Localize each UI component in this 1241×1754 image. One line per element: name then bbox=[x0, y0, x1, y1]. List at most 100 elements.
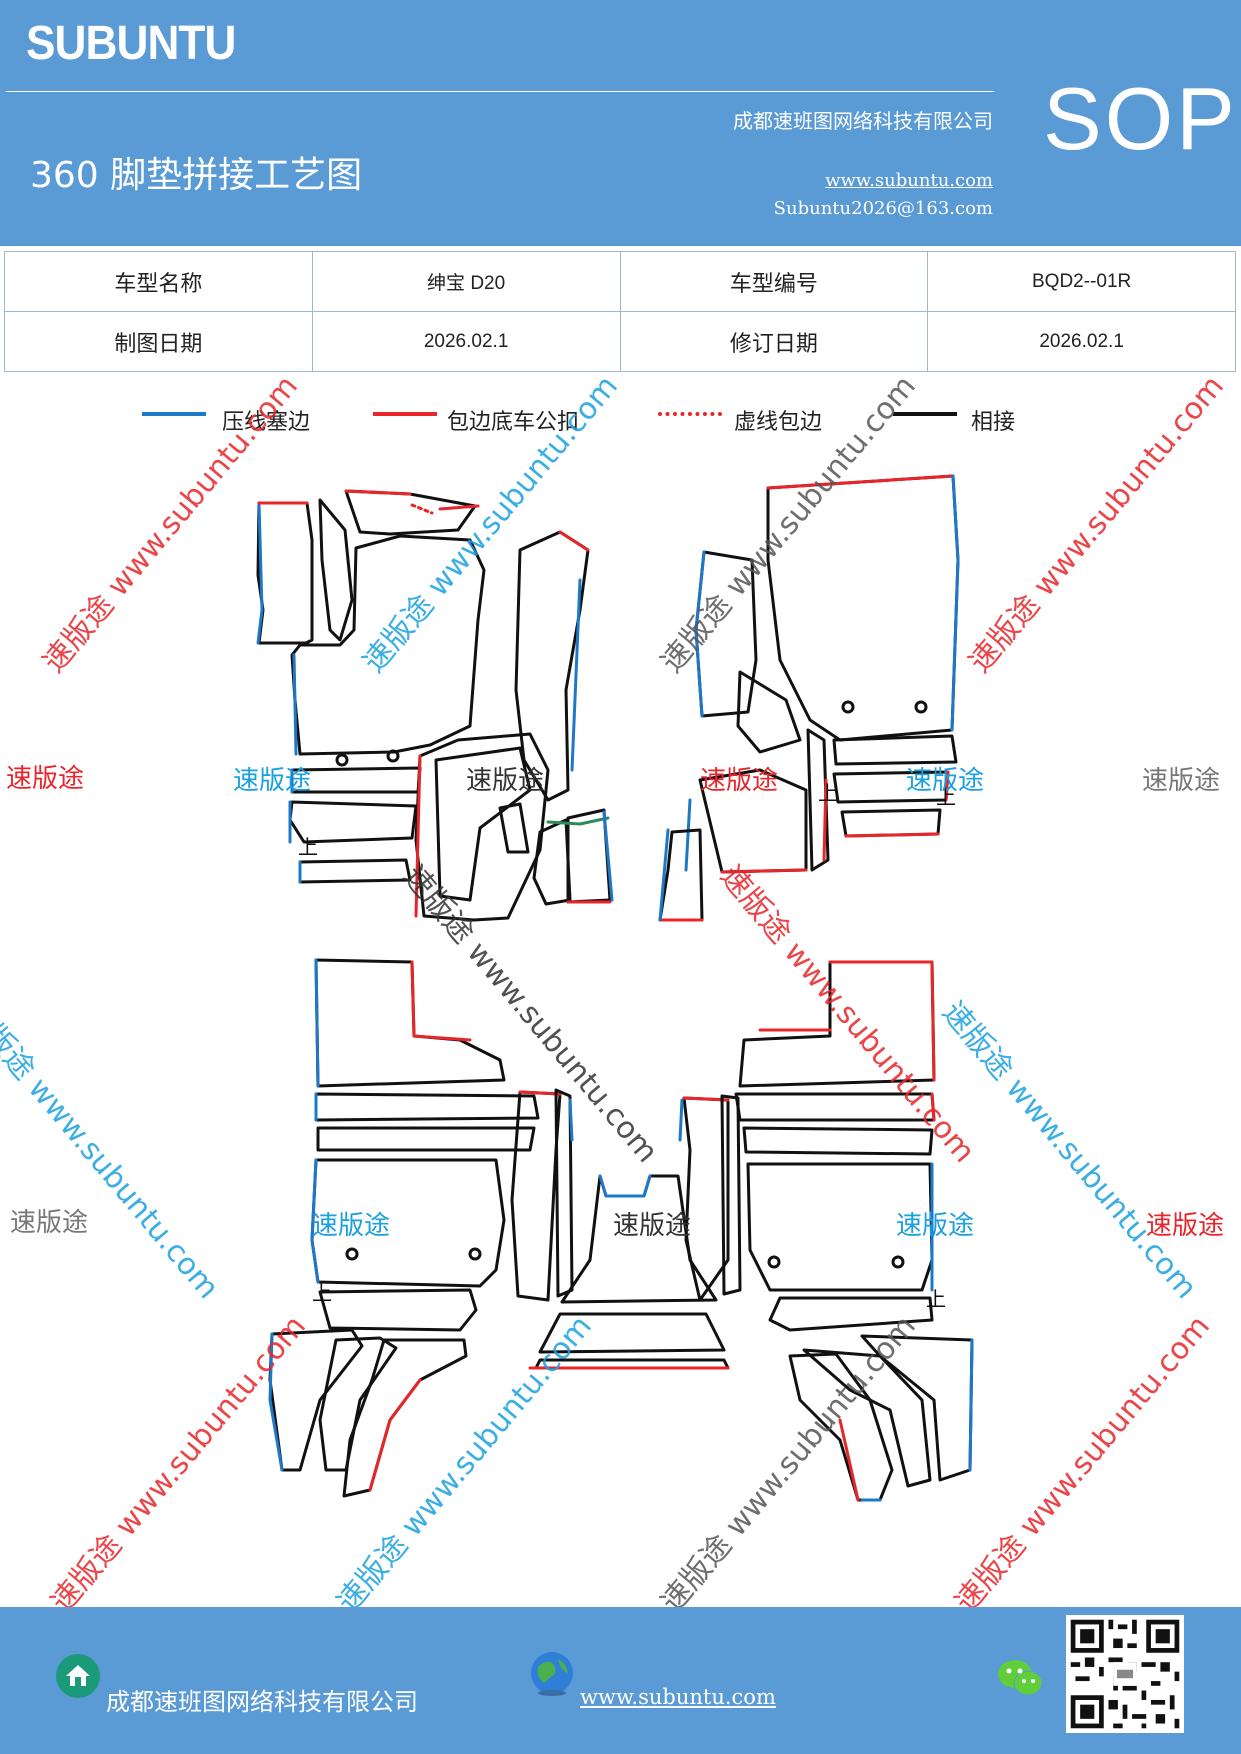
mat-piece bbox=[554, 1088, 574, 1298]
up-mark: 上 bbox=[298, 835, 318, 859]
mat-edge-blue bbox=[658, 828, 670, 922]
wechat-icon bbox=[998, 1660, 1043, 1696]
sop-badge: SOP bbox=[1043, 69, 1238, 168]
table-cell-value: 2026.02.1 bbox=[927, 311, 1236, 372]
footer-website-link[interactable]: www.subuntu.com bbox=[580, 1685, 776, 1709]
watermark-brand: 速版途 bbox=[1142, 766, 1221, 796]
watermark-brand: 速版途 bbox=[312, 1211, 391, 1241]
watermark-brand: 速版途 bbox=[906, 766, 985, 796]
mat-group-front-left bbox=[256, 489, 614, 922]
mat-piece bbox=[268, 1328, 364, 1472]
mat-piece bbox=[538, 1312, 726, 1354]
legend-label: 压线塞边 bbox=[222, 410, 311, 435]
table-cell-label: 制图日期 bbox=[4, 311, 313, 372]
mat-group-front-right bbox=[658, 474, 960, 922]
mat-edge-red bbox=[944, 770, 950, 802]
table-cell-label: 车型名称 bbox=[4, 251, 313, 312]
table-row: 制图日期 2026.02.1 修订日期 2026.02.1 bbox=[4, 311, 1236, 372]
header-divider bbox=[6, 91, 994, 92]
mat-hole bbox=[335, 753, 349, 767]
mat-piece bbox=[314, 1092, 540, 1122]
mat-edge-red bbox=[720, 868, 808, 874]
mat-piece bbox=[434, 746, 532, 902]
header-website-link[interactable]: www.subuntu.com bbox=[825, 170, 993, 191]
header-banner: SUBUNTU 成都速班图网络科技有限公司 360 脚垫拼接工艺图 www.su… bbox=[0, 0, 1241, 246]
watermark-brand: 速版途 bbox=[1146, 1211, 1225, 1241]
mat-edge-red bbox=[828, 960, 936, 1082]
legend-swatch-blue bbox=[142, 412, 206, 416]
footer-banner: 成都速班图网络科技有限公司 www.subuntu.com bbox=[0, 1607, 1241, 1754]
table-cell-label: 修订日期 bbox=[619, 311, 929, 372]
mat-hole bbox=[468, 1247, 482, 1261]
mat-edge-blue bbox=[314, 958, 320, 1088]
mat-edge-blue bbox=[598, 1174, 652, 1198]
mat-edge-blue bbox=[570, 578, 582, 772]
mat-edge-red bbox=[438, 504, 480, 511]
mat-edge-red bbox=[410, 960, 472, 1042]
footer-company: 成都速班图网络科技有限公司 bbox=[106, 1688, 418, 1716]
mat-group-rear-center bbox=[528, 1094, 742, 1370]
mat-edge-red bbox=[766, 474, 955, 490]
mat-hole bbox=[345, 1247, 359, 1261]
mat-piece bbox=[316, 1126, 536, 1152]
globe-icon bbox=[531, 1652, 573, 1696]
up-mark: 上 bbox=[818, 781, 838, 805]
mat-piece bbox=[806, 728, 830, 872]
mat-piece bbox=[298, 858, 412, 884]
watermark-brand: 速版途 bbox=[896, 1211, 975, 1241]
mat-edge-blue bbox=[678, 1098, 684, 1142]
mat-edge-red bbox=[822, 778, 828, 862]
mat-piece bbox=[318, 498, 354, 642]
mat-hole bbox=[386, 749, 400, 763]
up-mark: 上 bbox=[936, 785, 956, 809]
mat-edge-blue bbox=[310, 1158, 320, 1284]
mat-piece bbox=[768, 1296, 934, 1332]
home-icon bbox=[56, 1654, 100, 1698]
table-cell-value: BQD2--01R bbox=[927, 251, 1236, 312]
mat-edge-red-dotted bbox=[410, 503, 434, 515]
legend: 压线塞边 包边底车公扣 虚线包边 相接 bbox=[0, 398, 1241, 438]
legend-label: 包边底车公扣 bbox=[447, 410, 580, 435]
mat-piece bbox=[566, 808, 612, 904]
mat-edge-blue bbox=[950, 474, 960, 732]
legend-swatch-red-dotted bbox=[658, 412, 722, 416]
legend-label: 虚线包边 bbox=[734, 410, 823, 435]
qr-code bbox=[1066, 1615, 1184, 1733]
page-title: 360 脚垫拼接工艺图 bbox=[30, 155, 363, 196]
mat-edge-red bbox=[368, 1378, 422, 1492]
mat-edge-red bbox=[930, 1092, 936, 1122]
up-mark: 上 bbox=[926, 1287, 946, 1311]
up-mark: 上 bbox=[312, 1281, 332, 1305]
mat-hole bbox=[767, 1255, 781, 1269]
watermark-brand: 速版途 bbox=[700, 766, 779, 796]
mat-edge-green bbox=[546, 816, 610, 826]
watermark-brand: 速版途 bbox=[233, 766, 312, 796]
mat-piece bbox=[720, 1094, 742, 1296]
mat-piece bbox=[290, 766, 422, 794]
mat-piece bbox=[698, 768, 808, 874]
mat-piece bbox=[742, 1126, 934, 1156]
watermark-brand: 速版途 bbox=[6, 764, 85, 794]
mat-edge-blue bbox=[694, 550, 706, 718]
mat-piece bbox=[414, 732, 550, 922]
table-cell-value: 绅宝 D20 bbox=[311, 251, 621, 312]
mat-edge-blue bbox=[256, 501, 264, 645]
mat-edge-blue bbox=[268, 1332, 284, 1472]
watermark-brand: 速版途 bbox=[466, 766, 545, 796]
mat-edge-red bbox=[838, 1418, 860, 1502]
mat-hole bbox=[914, 700, 928, 714]
legend-label: 相接 bbox=[971, 410, 1016, 435]
mat-hole bbox=[841, 700, 855, 714]
mat-hole bbox=[891, 1255, 905, 1269]
mat-edge-red bbox=[844, 832, 940, 838]
legend-swatch-black bbox=[893, 412, 957, 416]
mat-group-rear-left bbox=[268, 958, 574, 1498]
legend-swatch-red bbox=[373, 412, 437, 416]
mat-piece bbox=[510, 1090, 562, 1302]
mat-edge-red bbox=[558, 530, 590, 552]
table-cell-value: 2026.02.1 bbox=[311, 311, 621, 372]
header-email: Subuntu2026@163.com bbox=[773, 198, 993, 219]
watermark-brand: 速版途 bbox=[10, 1208, 89, 1238]
mat-piece bbox=[532, 818, 572, 906]
mat-edge-blue bbox=[292, 653, 298, 756]
